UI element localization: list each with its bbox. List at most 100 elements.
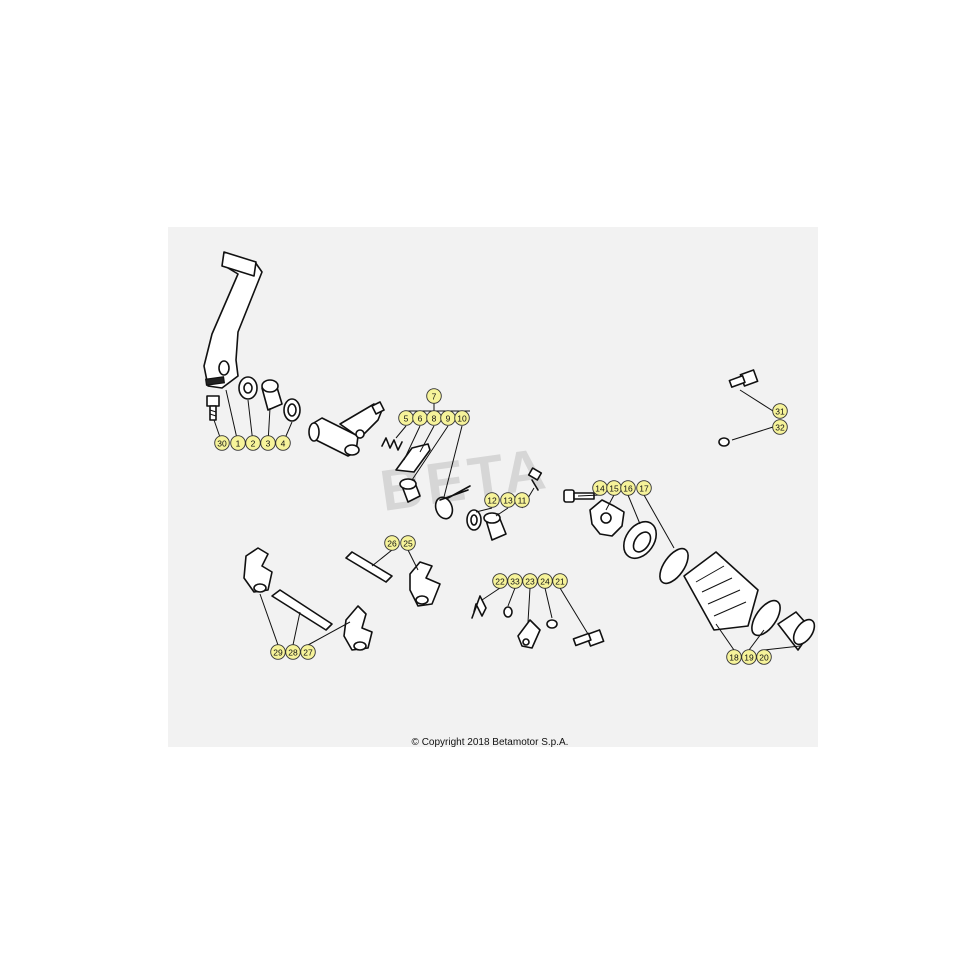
callout-number: 23 xyxy=(525,577,535,587)
callout-25: 25 xyxy=(400,535,416,551)
selector-lever-23 xyxy=(517,619,541,649)
callout-number: 15 xyxy=(609,484,619,494)
callout-number: 8 xyxy=(432,414,437,424)
callout-number: 11 xyxy=(518,496,527,506)
washer-32 xyxy=(718,437,730,447)
nut-33 xyxy=(503,606,513,618)
callout-23: 23 xyxy=(522,573,538,589)
callout-15: 15 xyxy=(606,480,622,496)
callout-3: 3 xyxy=(260,435,276,451)
callout-circle xyxy=(514,492,530,508)
callout-14: 14 xyxy=(592,480,608,496)
callout-18: 18 xyxy=(726,649,742,665)
callout-16: 16 xyxy=(620,480,636,496)
callout-number: 21 xyxy=(555,577,565,587)
spring-5 xyxy=(381,437,403,451)
shift-fork-25 xyxy=(409,561,441,607)
washer-24 xyxy=(546,619,558,629)
callout-number: 30 xyxy=(217,439,227,449)
shift-fork-27 xyxy=(343,605,373,651)
callout-circle xyxy=(384,535,400,551)
detent-pin-11 xyxy=(527,467,543,491)
callout-1: 1 xyxy=(230,435,246,451)
callout-circle xyxy=(772,419,788,435)
callout-21: 21 xyxy=(552,573,568,589)
fork-rod-28 xyxy=(271,589,333,631)
bushing-3 xyxy=(261,379,283,411)
callout-circle xyxy=(552,573,568,589)
callout-29: 29 xyxy=(270,644,286,660)
callout-number: 18 xyxy=(729,653,739,663)
callout-circle xyxy=(400,535,416,551)
callout-number: 7 xyxy=(432,392,437,402)
callout-number: 2 xyxy=(251,439,256,449)
callout-number: 33 xyxy=(510,577,520,587)
selector-plate xyxy=(395,443,431,473)
callout-circle xyxy=(214,435,230,451)
callout-number: 3 xyxy=(266,439,271,449)
callout-circle xyxy=(426,388,442,404)
callout-number: 19 xyxy=(744,653,754,663)
callout-number: 26 xyxy=(387,539,397,549)
callout-28: 28 xyxy=(285,644,301,660)
callout-number: 31 xyxy=(775,407,785,417)
leader-lines xyxy=(213,389,801,651)
callout-number: 24 xyxy=(540,577,550,587)
callout-2: 2 xyxy=(245,435,261,451)
diagram-panel: BETA xyxy=(168,227,818,747)
callout-12: 12 xyxy=(484,492,500,508)
callout-circle xyxy=(636,480,652,496)
callout-30: 30 xyxy=(214,435,230,451)
shift-drum-18 xyxy=(683,551,759,631)
ring-17 xyxy=(659,547,689,585)
callout-number: 16 xyxy=(623,484,633,494)
spring-22 xyxy=(471,595,487,619)
callout-circle xyxy=(620,480,636,496)
callout-number: 25 xyxy=(403,539,413,549)
return-spring-10 xyxy=(434,485,471,520)
callout-27: 27 xyxy=(300,644,316,660)
callout-7: 7 xyxy=(426,388,442,404)
callout-31: 31 xyxy=(772,403,788,419)
bushing-9 xyxy=(399,478,421,503)
callout-number: 4 xyxy=(281,439,286,449)
callout-number: 20 xyxy=(759,653,769,663)
callout-number: 5 xyxy=(404,414,409,424)
callout-32: 32 xyxy=(772,419,788,435)
callout-number: 12 xyxy=(487,496,497,506)
needle-bearing-20 xyxy=(777,611,816,651)
callout-circle xyxy=(275,435,291,451)
callout-9: 9 xyxy=(440,410,456,426)
screw-31 xyxy=(728,369,759,388)
callout-13: 13 xyxy=(500,492,516,508)
callout-circle xyxy=(756,649,772,665)
fork-rod-26 xyxy=(345,551,393,583)
callout-circle xyxy=(300,644,316,660)
callout-19: 19 xyxy=(741,649,757,665)
callout-number: 9 xyxy=(446,414,451,424)
callout-8: 8 xyxy=(426,410,442,426)
ring-19 xyxy=(751,599,781,637)
bearing-16 xyxy=(622,520,658,560)
callout-17: 17 xyxy=(636,480,652,496)
callout-33: 33 xyxy=(507,573,523,589)
callout-26: 26 xyxy=(384,535,400,551)
bushing-13 xyxy=(483,512,507,541)
callout-24: 24 xyxy=(537,573,553,589)
shift-fork-29 xyxy=(243,547,273,593)
callout-circle xyxy=(484,492,500,508)
callout-number: 29 xyxy=(273,648,283,658)
callout-20: 20 xyxy=(756,649,772,665)
callout-number: 6 xyxy=(418,414,423,424)
callout-number: 14 xyxy=(595,484,605,494)
gear-shift-lever xyxy=(203,251,263,389)
lever-bolt xyxy=(206,395,220,421)
callout-number: 1 xyxy=(236,439,241,449)
callout-6: 6 xyxy=(412,410,428,426)
callout-number: 27 xyxy=(303,648,313,658)
callout-10: 10 xyxy=(454,410,470,426)
shift-shaft-assembly xyxy=(308,401,385,457)
callout-number: 28 xyxy=(288,648,298,658)
callout-11: 11 xyxy=(514,492,530,508)
callout-circle xyxy=(454,410,470,426)
